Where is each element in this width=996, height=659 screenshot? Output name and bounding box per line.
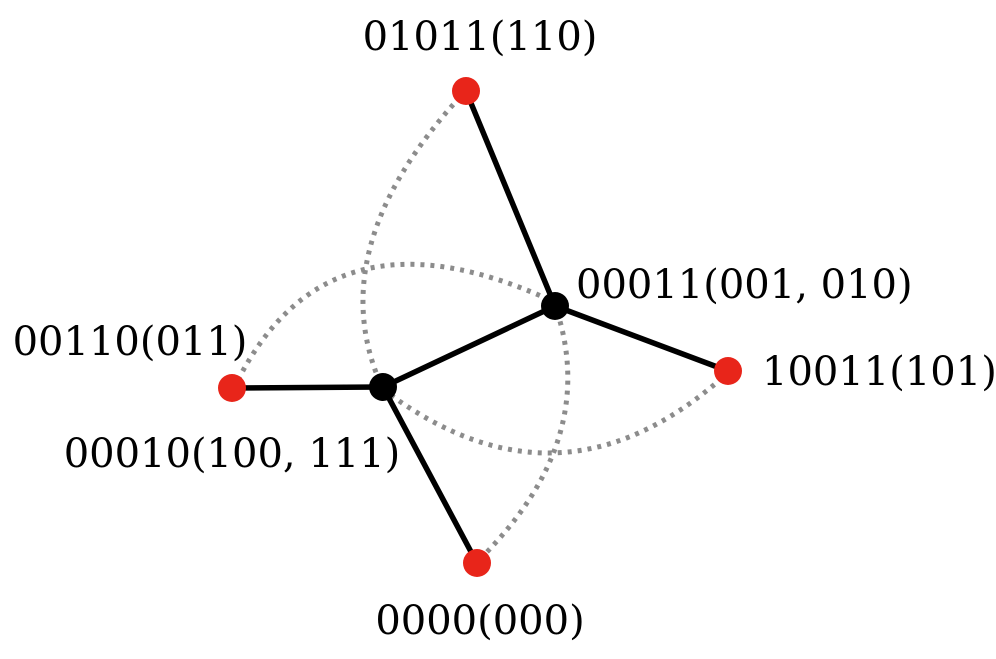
solid-edge-left-hubB xyxy=(229,384,386,391)
dotted-edge-left-hubA xyxy=(235,261,552,382)
dotted-edge-top-hubB xyxy=(360,95,462,389)
node-hubA xyxy=(541,292,569,320)
node-bottom xyxy=(463,549,491,577)
node-hubB xyxy=(369,373,397,401)
label-hubB: 00010(100, 111) xyxy=(64,431,401,477)
solid-edge-right-hubA xyxy=(552,303,731,374)
solid-edges xyxy=(229,88,731,566)
dotted-edges xyxy=(235,95,724,561)
node-labels: 01011(110) 00110(011) 10011(101) 0000(00… xyxy=(13,14,996,644)
label-top: 01011(110) xyxy=(363,14,598,60)
label-hubA: 00011(001, 010) xyxy=(576,262,913,308)
node-right xyxy=(714,357,742,385)
solid-edge-top-hubA xyxy=(463,88,558,309)
solid-edge-hubA-hubB xyxy=(380,303,558,390)
nodes xyxy=(218,77,742,577)
label-right: 10011(101) xyxy=(762,349,996,395)
label-left: 00110(011) xyxy=(13,319,248,365)
node-top xyxy=(452,77,480,105)
label-bottom: 0000(000) xyxy=(375,598,584,644)
dotted-edge-right-hubB xyxy=(386,376,724,456)
solid-edge-bottom-hubB xyxy=(380,384,480,566)
dotted-edge-bottom-hubA xyxy=(478,307,571,561)
node-left xyxy=(218,374,246,402)
